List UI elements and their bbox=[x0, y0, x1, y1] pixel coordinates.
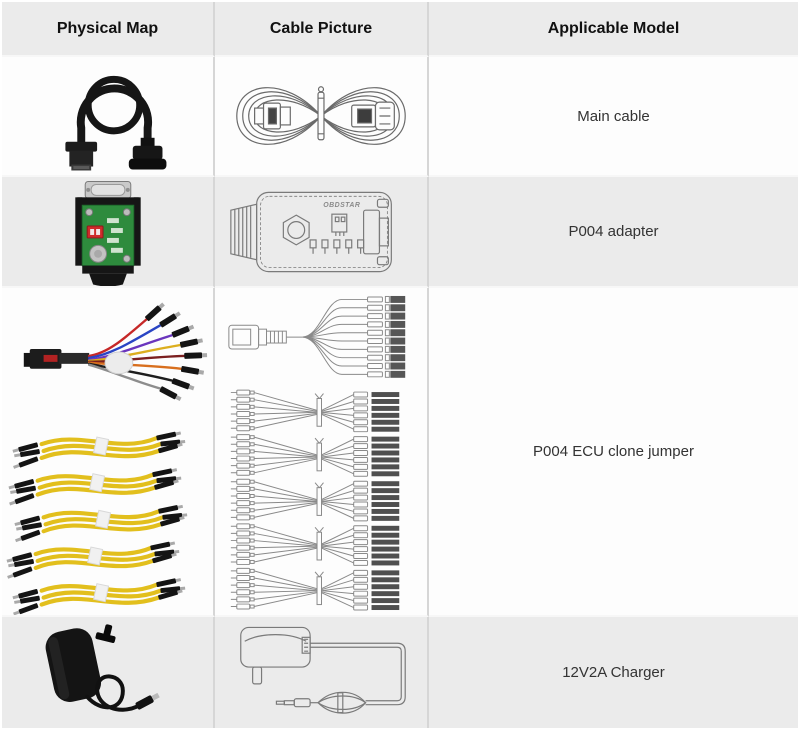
adapter-dip-switch bbox=[86, 225, 104, 239]
column-header-physical-map: Physical Map bbox=[2, 2, 215, 57]
table-row-adapter-model: P004 adapter bbox=[429, 177, 798, 288]
db15-fanout-drawing bbox=[228, 295, 406, 378]
adapter-drawing-jumper-pins bbox=[309, 239, 365, 254]
p004-adapter-photo-icon bbox=[75, 180, 141, 286]
drawing-obd-end bbox=[351, 101, 395, 131]
column-header-label: Cable Picture bbox=[269, 19, 373, 37]
charger-barrel-jack bbox=[135, 692, 160, 710]
main-cable-photo-icon bbox=[65, 75, 167, 171]
db15-connector bbox=[65, 141, 98, 171]
table-row-jumper-drawing bbox=[215, 288, 429, 617]
db15-fanout-photo bbox=[23, 302, 208, 401]
obd-connector bbox=[128, 137, 167, 170]
adapter-obd-plug bbox=[89, 273, 127, 286]
adapter-brand-text: OBDSTAR bbox=[323, 202, 360, 209]
charger-line-drawing-icon bbox=[240, 626, 406, 714]
table-row-adapter-drawing: OBDSTAR bbox=[215, 177, 429, 288]
column-header-label: Applicable Model bbox=[547, 19, 680, 37]
ecu-clone-jumper-line-drawing-icon bbox=[228, 295, 406, 611]
charger-plug-prongs bbox=[95, 624, 116, 643]
table-row-main-cable-model: Main cable bbox=[429, 57, 798, 177]
ecu-clone-jumper-photo-icon bbox=[2, 302, 208, 616]
table-row-charger-drawing bbox=[215, 617, 429, 728]
column-header-label: Physical Map bbox=[56, 19, 159, 37]
model-label: Main cable bbox=[577, 107, 650, 125]
column-header-cable-picture: Cable Picture bbox=[215, 2, 429, 57]
column-header-applicable-model: Applicable Model bbox=[429, 2, 798, 57]
table-row-charger-model: 12V2A Charger bbox=[429, 617, 798, 728]
table-row-main-cable-drawing bbox=[215, 57, 429, 177]
p004-adapter-line-drawing-icon: OBDSTAR bbox=[230, 191, 392, 273]
charger-body bbox=[45, 628, 102, 702]
table-row-charger-physical bbox=[2, 617, 215, 728]
table-row-jumper-physical bbox=[2, 288, 215, 617]
main-cable-line-drawing-icon bbox=[236, 86, 406, 145]
table-row-adapter-physical bbox=[2, 177, 215, 288]
model-label: 12V2A Charger bbox=[562, 664, 665, 681]
adapter-top-db15 bbox=[84, 180, 132, 199]
charger-photo-icon bbox=[45, 624, 160, 712]
table-row-jumper-model: P004 ECU clone jumper bbox=[429, 288, 798, 617]
model-label: P004 ECU clone jumper bbox=[533, 443, 694, 460]
model-label: P004 adapter bbox=[568, 223, 659, 240]
table-row-main-cable-physical bbox=[2, 57, 215, 177]
drawing-db15-end bbox=[254, 102, 291, 130]
